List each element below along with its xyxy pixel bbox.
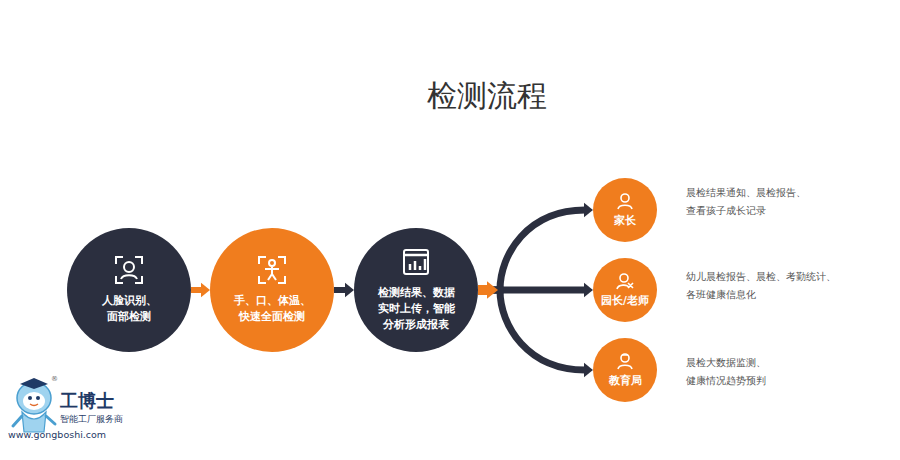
role-circle: 园长/老师 xyxy=(593,258,657,322)
node-label: 家长 xyxy=(595,213,655,228)
node-label: 手、口、体温、 快速全面检测 xyxy=(230,293,314,325)
body-scan-icon xyxy=(257,255,287,285)
parent-icon xyxy=(616,192,634,210)
process-circle: 人脸识别、 面部检测 xyxy=(67,228,191,352)
bureau-icon xyxy=(616,352,634,370)
process-circle: 手、口、体温、 快速全面检测 xyxy=(210,228,334,352)
report-chart-icon xyxy=(401,247,431,277)
registered-mark: ® xyxy=(51,376,63,383)
node-label: 园长/老师 xyxy=(595,293,655,308)
role-note: 晨检结果通知、晨检报告、 查看孩子成长记录 xyxy=(686,184,810,219)
node-label: 教育局 xyxy=(595,373,655,388)
logo-slogan: 智能工厂服务商 xyxy=(60,414,150,425)
logo-name: 工博士 xyxy=(60,391,140,411)
flow-connector xyxy=(478,290,593,377)
node-label: 检测结果、数据 实时上传，智能 分析形成报表 xyxy=(371,285,461,333)
flow-connector xyxy=(478,203,593,290)
role-circle: 家长 xyxy=(593,178,657,242)
process-circle: 检测结果、数据 实时上传，智能 分析形成报表 xyxy=(354,228,478,352)
logo-url: www.gongboshi.com xyxy=(8,429,138,440)
flow-connector xyxy=(334,283,354,297)
node-label: 人脸识别、 面部检测 xyxy=(97,293,161,325)
face-scan-icon xyxy=(114,255,144,285)
diagram-title: 检测流程 xyxy=(337,78,637,114)
role-note: 晨检大数据监测、 健康情况趋势预判 xyxy=(686,354,770,389)
branch-arrow xyxy=(478,281,498,299)
role-note: 幼儿晨检报告、晨检、考勤统计、 各班健康信息化 xyxy=(686,268,838,303)
mascot-figure xyxy=(13,378,55,432)
role-circle: 教育局 xyxy=(593,338,657,402)
teacher-icon xyxy=(616,272,634,290)
flow-connector xyxy=(191,283,210,297)
